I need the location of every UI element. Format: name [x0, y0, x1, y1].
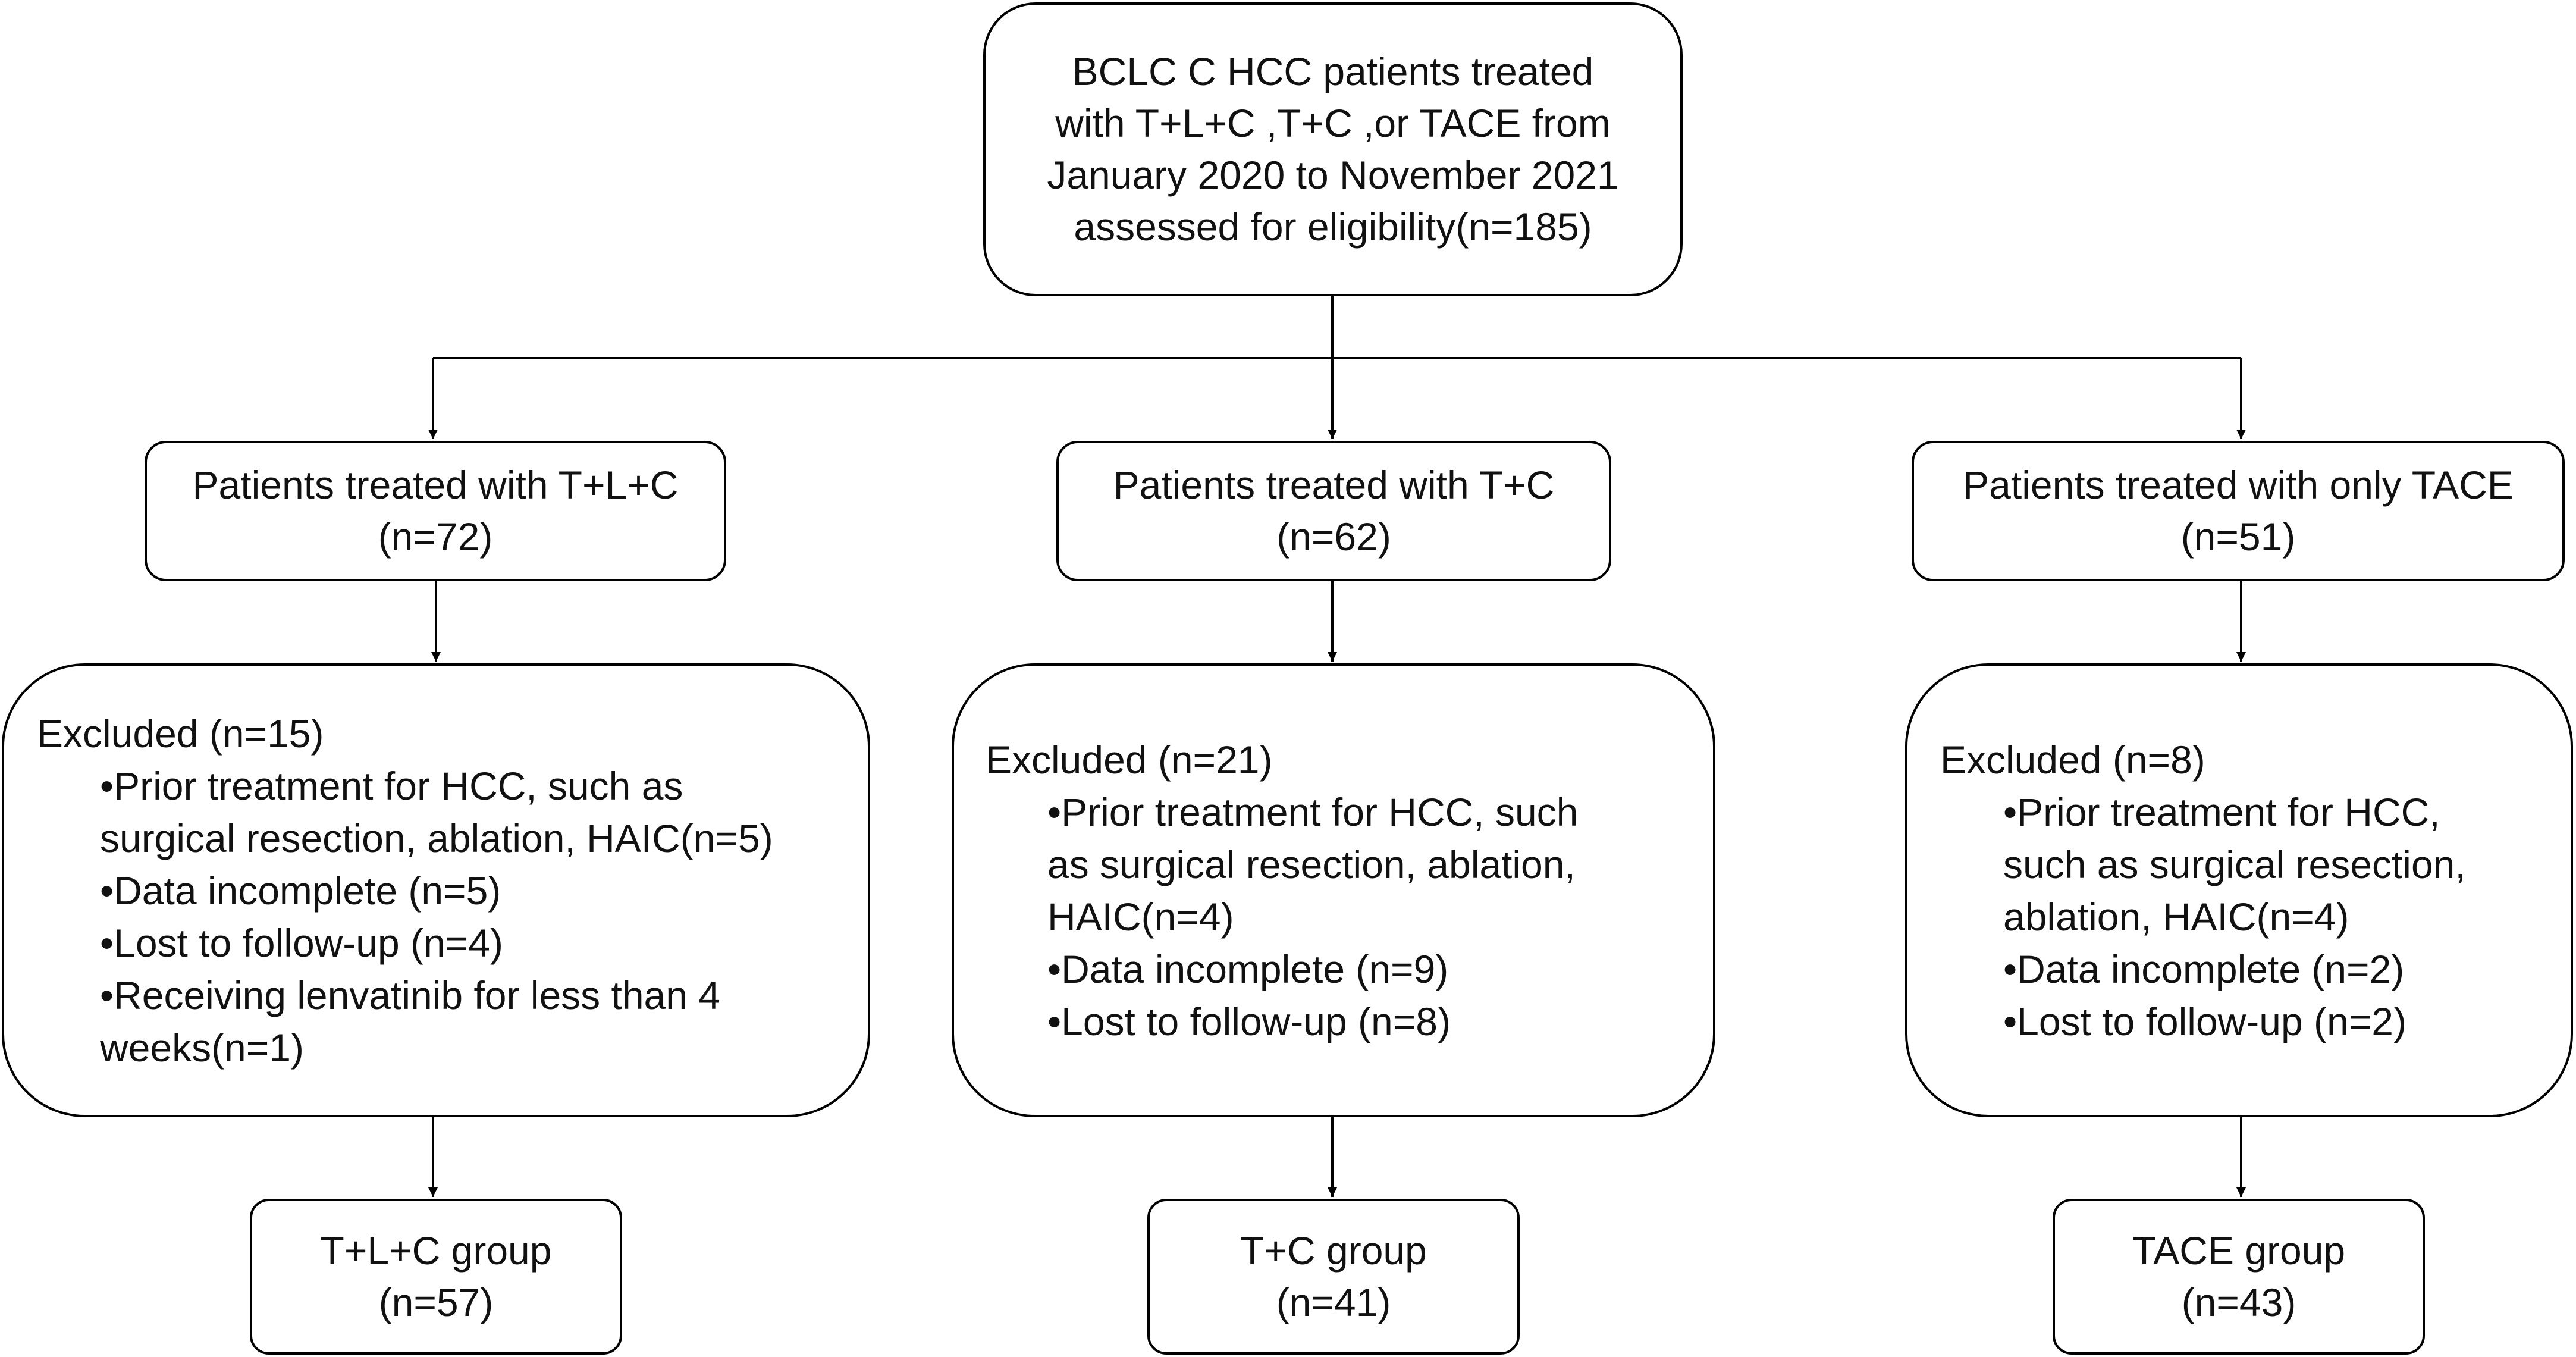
arm-label: Patients treated with T+L+C: [192, 463, 679, 507]
eligibility-line: January 2020 to November 2021: [1047, 153, 1619, 197]
excluded-reason: weeks(n=1): [100, 1025, 304, 1070]
excluded-reason: •Prior treatment for HCC, such: [1047, 789, 1579, 834]
excluded-heading: Excluded (n=21): [986, 737, 1273, 782]
excluded-reason: •Lost to follow-up (n=2): [2003, 999, 2406, 1043]
group-count: (n=43): [2181, 1280, 2296, 1324]
excluded-reason: ablation, HAIC(n=4): [2003, 894, 2349, 939]
group-count: (n=41): [1276, 1280, 1391, 1324]
group-label: T+L+C group: [320, 1228, 552, 1273]
arm-count: (n=51): [2180, 515, 2296, 559]
group-label: T+C group: [1240, 1228, 1427, 1273]
excluded-reason: surgical resection, ablation, HAIC(n=5): [100, 816, 773, 860]
excluded-heading: Excluded (n=15): [37, 711, 324, 756]
excluded-heading: Excluded (n=8): [1940, 737, 2205, 782]
excluded-reason: •Receiving lenvatinib for less than 4: [100, 973, 721, 1017]
excluded-reason: •Prior treatment for HCC, such as: [100, 763, 683, 808]
group-box-tlc: T+L+C group (n=57): [250, 1199, 622, 1355]
excluded-reason: •Data incomplete (n=5): [100, 868, 501, 913]
eligibility-line: with T+L+C ,T+C ,or TACE from: [1055, 101, 1611, 145]
excluded-reason: •Lost to follow-up (n=4): [100, 920, 503, 965]
excluded-reason: •Prior treatment for HCC,: [2003, 789, 2440, 834]
arm-count: (n=62): [1276, 515, 1391, 559]
excluded-box-tace: Excluded (n=8) •Prior treatment for HCC,…: [1905, 663, 2573, 1117]
eligibility-line: BCLC C HCC patients treated: [1072, 49, 1594, 93]
arm-count: (n=72): [378, 515, 493, 559]
arm-box-tace: Patients treated with only TACE (n=51): [1912, 441, 2565, 581]
arm-box-tc: Patients treated with T+C (n=62): [1056, 441, 1611, 581]
excluded-reason: as surgical resection, ablation,: [1047, 842, 1576, 886]
excluded-reason: •Data incomplete (n=2): [2003, 947, 2405, 991]
excluded-box-tlc: Excluded (n=15) •Prior treatment for HCC…: [2, 663, 870, 1117]
excluded-box-tc: Excluded (n=21) •Prior treatment for HCC…: [952, 663, 1715, 1117]
excluded-reason: HAIC(n=4): [1047, 894, 1234, 939]
group-box-tace: TACE group (n=43): [2053, 1199, 2425, 1355]
eligibility-line: assessed for eligibility(n=185): [1074, 205, 1592, 249]
excluded-reason: •Data incomplete (n=9): [1047, 947, 1449, 991]
group-count: (n=57): [378, 1280, 494, 1324]
group-box-tc: T+C group (n=41): [1147, 1199, 1520, 1355]
arm-label: Patients treated with T+C: [1113, 463, 1555, 507]
excluded-reason: such as surgical resection,: [2003, 842, 2466, 886]
excluded-reason: •Lost to follow-up (n=8): [1047, 999, 1451, 1043]
arm-box-tlc: Patients treated with T+L+C (n=72): [145, 441, 726, 581]
arm-label: Patients treated with only TACE: [1963, 463, 2514, 507]
group-label: TACE group: [2132, 1228, 2346, 1273]
eligibility-box: BCLC C HCC patients treated with T+L+C ,…: [983, 2, 1683, 296]
